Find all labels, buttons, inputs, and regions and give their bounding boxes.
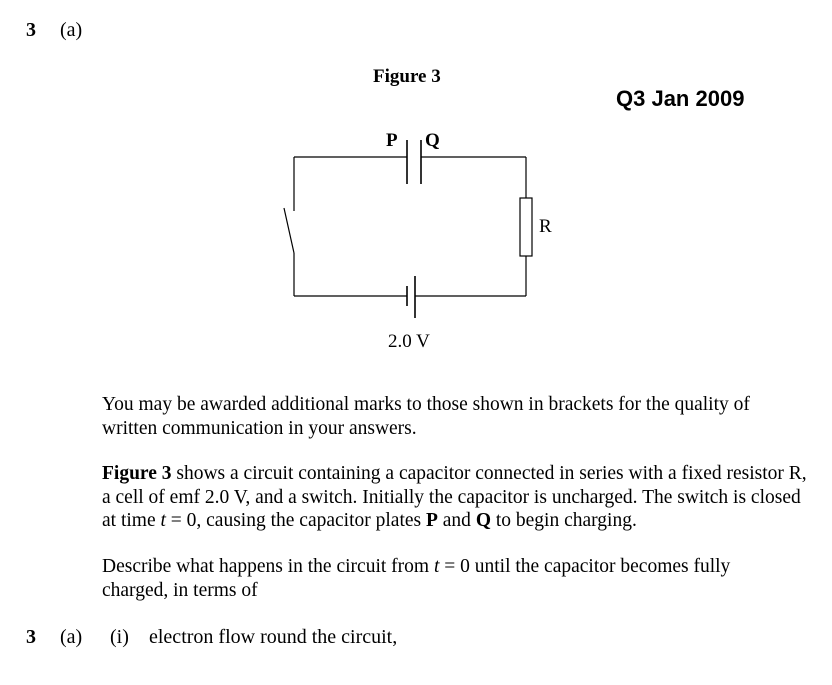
- subquestion-text: electron flow round the circuit,: [149, 626, 398, 648]
- plate-p-ref: P: [425, 510, 438, 531]
- variable-t: t: [160, 510, 166, 531]
- intro-text-2: = 0, causing the capacitor plates: [165, 510, 426, 531]
- describe-text-2: = 0 until the capacitor becomes fully ch…: [102, 556, 731, 601]
- subquestion-number: 3: [26, 626, 36, 648]
- part-label: (a): [60, 19, 83, 41]
- figure-title: Figure 3: [373, 66, 441, 87]
- question-number: 3: [26, 19, 36, 41]
- qwc-paragraph: You may be awarded additional marks to t…: [102, 394, 750, 439]
- intro-text-1: shows a circuit containing a capacitor c…: [102, 463, 807, 531]
- resistor-symbol: [519, 197, 533, 257]
- intro-paragraph: Figure 3 shows a circuit containing a ca…: [102, 462, 814, 533]
- plate-p-label: P: [386, 130, 398, 151]
- reference-tag: Q3 Jan 2009: [616, 86, 745, 111]
- subquestion-sub: (i): [110, 626, 129, 648]
- figure-reference: Figure 3: [102, 463, 172, 484]
- describe-text-1: Describe what happens in the circuit fro…: [102, 556, 434, 577]
- plate-q-label: Q: [425, 130, 440, 151]
- switch-blade: [283, 207, 295, 254]
- variable-t: t: [433, 556, 440, 577]
- subquestion-part: (a): [60, 626, 83, 648]
- describe-paragraph: Describe what happens in the circuit fro…: [102, 555, 782, 602]
- cell-label: 2.0 V: [388, 331, 430, 352]
- circuit-diagram: P Q R 2.0 V: [283, 130, 552, 352]
- intro-text-3: to begin charging.: [490, 510, 637, 531]
- resistor-label: R: [539, 216, 552, 237]
- intro-and: and: [437, 510, 476, 531]
- plate-q-ref: Q: [475, 510, 491, 531]
